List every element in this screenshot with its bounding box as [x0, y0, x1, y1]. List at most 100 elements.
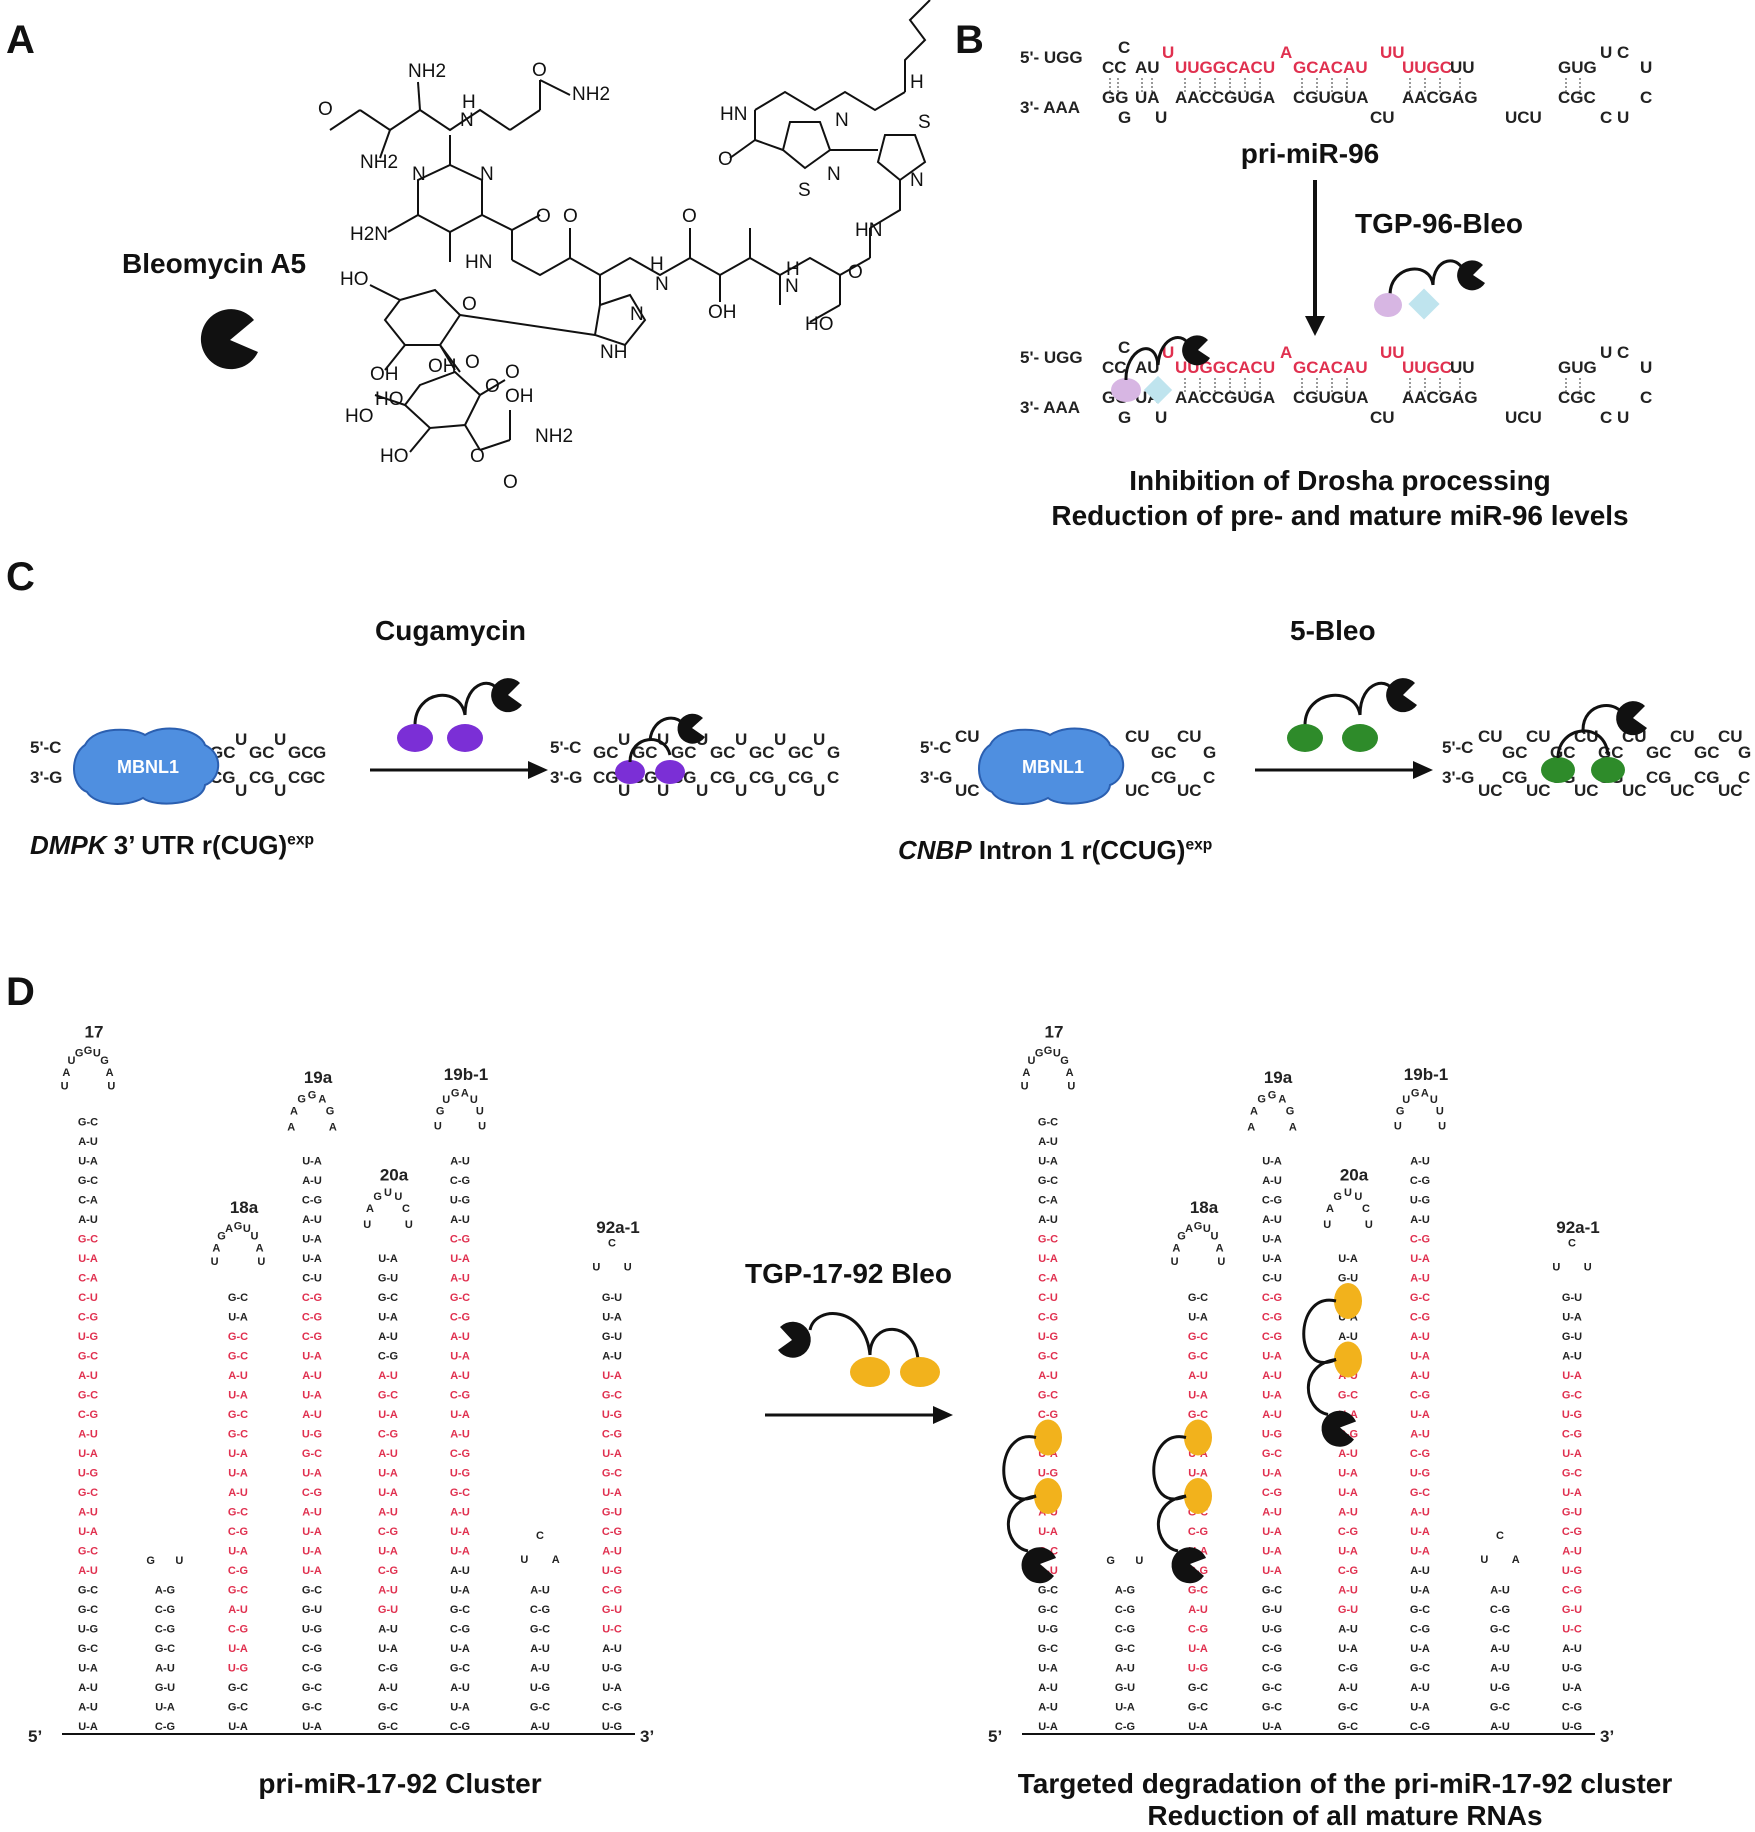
- base-pair: A-U: [378, 1507, 398, 1519]
- seq-segment: UA: [1135, 88, 1160, 107]
- base-pair: U-A: [1038, 1721, 1058, 1733]
- binding-module-icon: [1334, 1283, 1362, 1319]
- seq-5prime: 5'-C: [550, 738, 581, 757]
- base-pair: G-U: [378, 1604, 398, 1616]
- base-pair: U-G: [602, 1409, 622, 1421]
- panel-label-a: A: [6, 18, 35, 62]
- base-pair: C-G: [1262, 1643, 1282, 1655]
- base-pair: U-A: [450, 1351, 470, 1363]
- base-pair: G-C: [450, 1663, 470, 1675]
- atom: O: [485, 376, 500, 397]
- base-pair: C-G: [302, 1195, 322, 1207]
- loop-nucleotide: G: [1035, 1048, 1044, 1060]
- base-pair: U-A: [228, 1546, 248, 1558]
- base-pair: U-A: [302, 1253, 322, 1265]
- base-pair: U-A: [302, 1234, 322, 1246]
- base-pair: U-A: [1262, 1253, 1282, 1265]
- base-pair: U-G: [78, 1468, 98, 1480]
- loop-nucleotide: G: [1396, 1106, 1405, 1118]
- base-pair: A-U: [1038, 1214, 1058, 1226]
- base-pair: G-U: [1562, 1604, 1582, 1616]
- loop-nucleotide: U: [1067, 1081, 1075, 1093]
- base-pair: U-A: [1410, 1643, 1430, 1655]
- base-pair: G-C: [1188, 1409, 1208, 1421]
- base-pair: A-U: [1410, 1429, 1430, 1441]
- seq-end: G: [1738, 743, 1751, 762]
- loop-nucleotide: U: [1028, 1055, 1036, 1067]
- seq-loop: CU: [1718, 727, 1743, 746]
- loop-nucleotide: U: [1584, 1261, 1592, 1273]
- seq-5prime: 5'-C: [30, 738, 61, 757]
- loop-nucleotide: C: [536, 1530, 544, 1542]
- seq-repeat: GC: [632, 743, 658, 762]
- base-pair: U-A: [450, 1253, 470, 1265]
- base-pair: U-A: [602, 1312, 622, 1324]
- base-pair: A-U: [302, 1175, 322, 1187]
- base-pair: C-G: [1338, 1526, 1358, 1538]
- base-pair: U-A: [378, 1487, 398, 1499]
- panel-label-c: C: [6, 555, 35, 599]
- base-pair: C-G: [378, 1526, 398, 1538]
- base-pair: U-A: [1188, 1312, 1208, 1324]
- loop-nucleotide: G: [146, 1555, 155, 1567]
- base-pair: U-G: [1562, 1663, 1582, 1675]
- binding-module-a-icon: [1111, 378, 1141, 402]
- atom: O: [536, 206, 551, 227]
- base-pair: A-U: [1188, 1370, 1208, 1382]
- seq-red: UUGC: [1402, 358, 1452, 377]
- seq-repeat: CG: [788, 768, 814, 787]
- seq-bulge: G: [1118, 108, 1131, 127]
- base-pair: U-A: [228, 1448, 248, 1460]
- base-pair: U-G: [1038, 1331, 1058, 1343]
- atom: O: [465, 352, 480, 373]
- base-pair: G-C: [450, 1604, 470, 1616]
- base-pair: U-A: [378, 1409, 398, 1421]
- loop-nucleotide: A: [1247, 1121, 1255, 1133]
- base-pair: U-A: [1410, 1351, 1430, 1363]
- seq-3prime: 3'-G: [550, 768, 582, 787]
- loop-nucleotide: G: [297, 1094, 306, 1106]
- loop-nucleotide: U: [1552, 1261, 1560, 1273]
- base-pair: U-G: [1562, 1565, 1582, 1577]
- loop-nucleotide: G: [1177, 1231, 1186, 1243]
- base-pair: A-U: [450, 1214, 470, 1226]
- base-pair: G-C: [450, 1292, 470, 1304]
- loop-nucleotide: A: [1066, 1067, 1074, 1079]
- seq-3prime: 3'-G: [1442, 768, 1474, 787]
- base-pair: U-A: [378, 1253, 398, 1265]
- linker: [1156, 1494, 1187, 1553]
- bleomycin-pacman-icon: [200, 309, 258, 370]
- base-pair: G-C: [78, 1351, 98, 1363]
- base-pair: A-U: [1262, 1507, 1282, 1519]
- base-pair: G-C: [378, 1702, 398, 1714]
- base-pair: G-C: [228, 1351, 248, 1363]
- seq-loop: U: [735, 730, 747, 749]
- seq-3prime: 3'-G: [920, 768, 952, 787]
- seq-repeat: CG: [749, 768, 775, 787]
- seq-loop: U: [1640, 58, 1652, 77]
- hairpin-name: 19a: [1264, 1068, 1293, 1087]
- binding-module-b-icon: [1143, 375, 1173, 405]
- arrow-right-icon: [765, 1406, 953, 1424]
- base-pair: U-A: [1262, 1546, 1282, 1558]
- seq-repeat: CG: [249, 768, 275, 787]
- base-pair: A-U: [450, 1565, 470, 1577]
- binding-module-icon: [1591, 757, 1625, 783]
- base-pair: U-G: [302, 1429, 322, 1441]
- base-pair: C-G: [1262, 1487, 1282, 1499]
- base-pair: G-U: [302, 1604, 322, 1616]
- base-pair: C-U: [78, 1292, 98, 1304]
- seq-loop: UC: [955, 781, 980, 800]
- base-pair: G-C: [1410, 1663, 1430, 1675]
- base-pair: G-C: [78, 1546, 98, 1558]
- three-prime-label: 3’: [1600, 1727, 1614, 1746]
- base-pair: C-G: [1490, 1604, 1510, 1616]
- base-pair: U-A: [302, 1468, 322, 1480]
- three-prime-label: 3’: [640, 1727, 654, 1746]
- base-pair: G-C: [1490, 1702, 1510, 1714]
- base-pair: G-C: [78, 1487, 98, 1499]
- panel-label-b: B: [955, 18, 984, 62]
- base-pair: C-G: [1562, 1702, 1582, 1714]
- loop-nucleotide: U: [1021, 1081, 1029, 1093]
- loop-nucleotide: G: [1194, 1220, 1203, 1232]
